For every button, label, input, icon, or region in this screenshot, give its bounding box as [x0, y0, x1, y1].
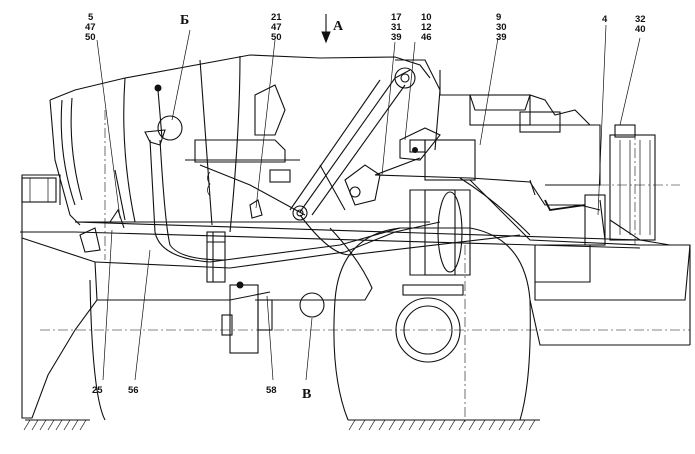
- callout-label: 25: [92, 385, 103, 396]
- callout-5-47-50: 5 47 50: [85, 12, 96, 43]
- callout-label: 50: [271, 32, 282, 43]
- view-label-v: В: [302, 387, 311, 402]
- engine-block: [424, 70, 691, 346]
- mixer-drum: [49, 54, 431, 233]
- cab-seat: [185, 84, 306, 216]
- front-wheel: [89, 279, 106, 421]
- callout-label: 4: [602, 14, 608, 25]
- callout-32-40: 32 40: [635, 14, 646, 35]
- rear-wheel: [333, 189, 531, 421]
- control-lever: [144, 84, 183, 146]
- view-label-a: А: [333, 19, 344, 34]
- callout-label: 9: [496, 12, 501, 23]
- frame-rails: [20, 221, 641, 301]
- callout-58: 58: [266, 385, 277, 396]
- callout-25: 25: [92, 385, 103, 396]
- lift-arm: [289, 59, 441, 221]
- callout-label: 12: [421, 22, 432, 33]
- callout-17-31-39: 17 31 39: [391, 12, 402, 43]
- view-arrow-a: [321, 14, 331, 44]
- callout-label: 58: [266, 385, 277, 396]
- ground-hatch: [23, 419, 540, 431]
- callout-10-12-46: 10 12 46: [421, 12, 432, 43]
- center-lines: [40, 110, 690, 425]
- callout-56: 56: [128, 385, 139, 396]
- callout-21-47-50: 21 47 50: [271, 12, 282, 43]
- tank: [206, 231, 226, 283]
- hydraulic-lines: [149, 139, 671, 301]
- callout-label: 39: [391, 32, 402, 43]
- bucket-blade: [21, 174, 98, 419]
- callout-label: 50: [85, 32, 96, 43]
- brackets: [79, 164, 346, 253]
- callout-label: 47: [271, 22, 282, 33]
- callout-label: 46: [421, 32, 432, 43]
- view-label-b: Б: [180, 13, 189, 28]
- pump-unit: [221, 281, 325, 354]
- callout-label: 47: [85, 22, 96, 33]
- leader-lines: [96, 24, 641, 381]
- callout-label: 21: [271, 12, 282, 23]
- callout-9-30-39: 9 30 39: [496, 12, 507, 43]
- callout-label: 30: [496, 22, 507, 33]
- radiator: [584, 124, 656, 246]
- valve-block: [399, 127, 441, 161]
- callout-label: 17: [391, 12, 402, 23]
- callout-label: 39: [496, 32, 507, 43]
- callout-label: 56: [128, 385, 139, 396]
- callout-label: 5: [88, 12, 94, 23]
- callout-label: 10: [421, 12, 432, 23]
- callout-label: 32: [635, 14, 646, 25]
- callout-label: 40: [635, 24, 646, 35]
- callout-4: 4: [602, 14, 608, 25]
- callout-label: 31: [391, 22, 402, 33]
